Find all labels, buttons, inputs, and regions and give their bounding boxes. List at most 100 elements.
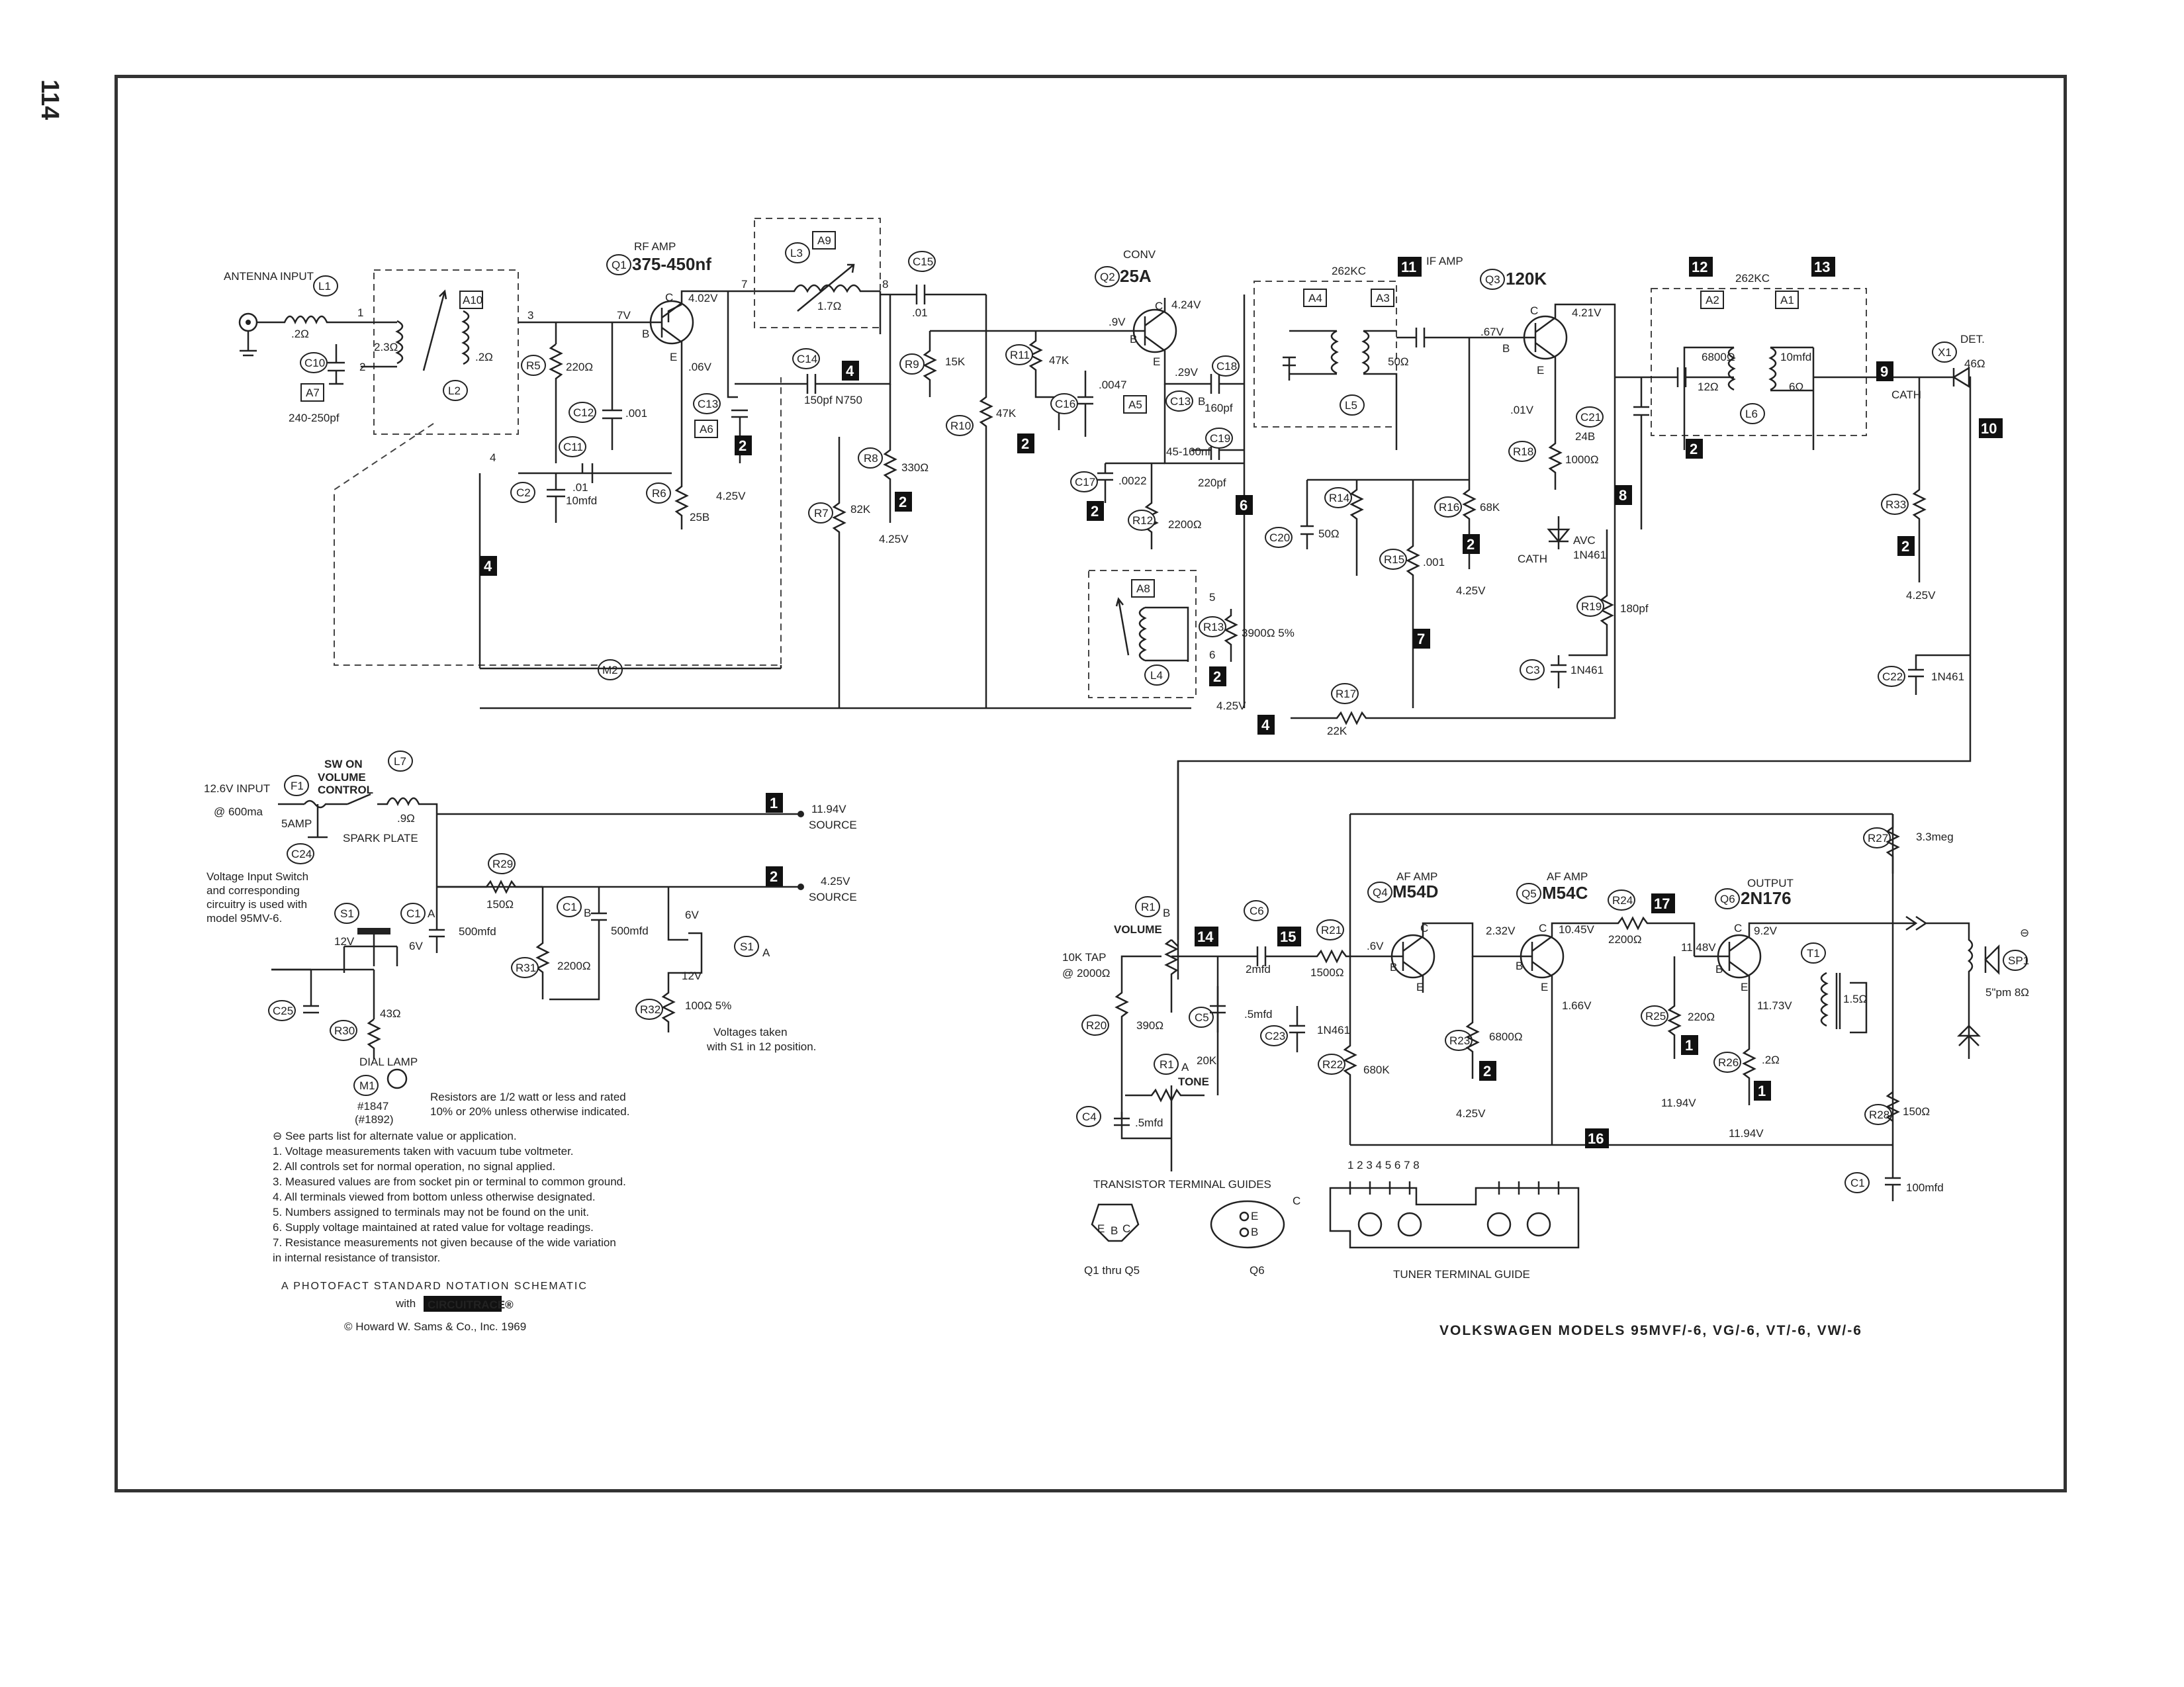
component-R13: R13 3900Ω 5% 4.25V [1199, 609, 1295, 712]
svg-text:100Ω 5%: 100Ω 5% [685, 999, 731, 1012]
component-C15: C15 .01 [880, 251, 986, 319]
component-C3: C3 1N461 [1520, 655, 1604, 688]
component-C1-output: C1 100mfd [1844, 1145, 1944, 1201]
svg-text:11.94V: 11.94V [1729, 1127, 1764, 1140]
svg-text:6Ω: 6Ω [1789, 381, 1803, 393]
svg-text:C1: C1 [406, 907, 421, 920]
osc-coil-box [1088, 570, 1197, 698]
component-C10: C10 A7 240-250pf [289, 344, 345, 424]
svg-text:1.7Ω: 1.7Ω [817, 300, 841, 312]
svg-text:SOURCE: SOURCE [809, 819, 857, 831]
svg-text:C2: C2 [516, 486, 531, 499]
voltages-taken-note: Voltages taken with S1 in 12 position. [706, 1026, 816, 1053]
svg-text:R11: R11 [1010, 349, 1030, 361]
svg-text:#1847: #1847 [357, 1100, 388, 1113]
if-transformer-2 [1651, 288, 1867, 436]
svg-text:C: C [1530, 304, 1538, 317]
svg-text:.2Ω: .2Ω [1762, 1054, 1780, 1066]
svg-text:4.25V: 4.25V [1906, 589, 1936, 602]
svg-text:2: 2 [770, 868, 778, 885]
svg-text:C12: C12 [573, 406, 594, 419]
svg-text:CONTROL: CONTROL [318, 784, 373, 796]
badge-13: 13 [1811, 257, 1835, 277]
svg-text:R22: R22 [1322, 1058, 1343, 1071]
svg-text:10.45V: 10.45V [1559, 923, 1595, 936]
component-C23: C23 1N461 [1260, 1006, 1350, 1052]
component-R17: R17 22K [1291, 377, 1616, 737]
badge-1a: 1 [766, 793, 783, 813]
component-L6: A2 A1 6800Ω 10mfd 12Ω 6Ω L6 [1641, 291, 1939, 450]
svg-text:7: 7 [1417, 631, 1425, 647]
svg-text:15: 15 [1280, 929, 1296, 945]
svg-text:R26: R26 [1718, 1056, 1739, 1069]
svg-text:500mfd: 500mfd [611, 925, 649, 937]
badge-14: 14 [1195, 927, 1218, 946]
svg-text:C17: C17 [1075, 476, 1095, 488]
svg-text:C6: C6 [1250, 905, 1264, 917]
svg-text:13: 13 [1814, 259, 1830, 275]
svg-text:2: 2 [1021, 435, 1029, 452]
svg-text:.6V: .6V [1367, 940, 1384, 952]
svg-text:2: 2 [739, 437, 747, 454]
svg-text:5. Numbers assigned to termin: 5. Numbers assigned to terminals may not… [273, 1206, 589, 1218]
svg-text:Q2: Q2 [1100, 271, 1115, 283]
svg-text:L5: L5 [1345, 399, 1357, 412]
svg-text:A: A [428, 907, 435, 920]
component-R28: R28 150Ω [1864, 1091, 1930, 1125]
svg-text:R6: R6 [652, 487, 666, 500]
svg-text:2.3Ω: 2.3Ω [374, 341, 398, 353]
svg-text:AVC: AVC [1573, 534, 1596, 547]
svg-text:45-160nf: 45-160nf [1166, 445, 1210, 458]
svg-text:OUTPUT: OUTPUT [1747, 877, 1794, 889]
tuner-terminal-guide: 1 2 3 4 5 6 7 8 TUNER TERMINAL GUIDE [1329, 1159, 1580, 1281]
svg-text:.9Ω: .9Ω [397, 812, 415, 825]
svg-text:A7: A7 [306, 387, 320, 399]
component-R31: R31 2200Ω [511, 887, 591, 999]
schematic-frame [114, 75, 2067, 1492]
component-C2: C2 10mfd [510, 473, 597, 523]
svg-text:330Ω: 330Ω [901, 461, 929, 474]
svg-text:2: 2 [1467, 536, 1475, 553]
svg-text:VOLUME: VOLUME [1114, 923, 1162, 936]
svg-text:A: A [1181, 1061, 1189, 1073]
volume-control-R1: R1 B VOLUME 10K TAP @ 2000Ω [1062, 896, 1191, 1125]
svg-text:.01: .01 [572, 481, 588, 494]
svg-text:1: 1 [357, 306, 363, 319]
svg-text:S1: S1 [340, 907, 354, 920]
svg-text:B: B [1251, 1226, 1258, 1238]
svg-text:R1: R1 [1141, 901, 1156, 913]
power-switch: SW ON VOLUME CONTROL 12.6V INPUT @ 600ma… [204, 751, 438, 864]
transistor-Q1: RF AMP Q1 375-450nf CBE 4.02V 7V .06V [606, 240, 728, 373]
svg-text:82K: 82K [850, 503, 871, 516]
svg-text:C14: C14 [797, 353, 817, 365]
svg-text:220pf: 220pf [1198, 477, 1226, 489]
svg-text:B: B [1111, 1224, 1118, 1237]
svg-text:1N461: 1N461 [1931, 670, 1964, 683]
component-C22: C22 1N461 [1878, 654, 1970, 695]
svg-text:7. Resistance measurements no: 7. Resistance measurements not given bec… [273, 1236, 616, 1249]
svg-text:TONE: TONE [1178, 1075, 1209, 1088]
svg-text:4.25V: 4.25V [1456, 584, 1486, 597]
svg-text:E: E [1537, 364, 1544, 377]
svg-text:C22: C22 [1882, 670, 1903, 683]
svg-text:220Ω: 220Ω [1688, 1011, 1715, 1023]
svg-text:E: E [1541, 981, 1548, 993]
badge-2b: 2 [895, 492, 912, 512]
svg-text:9: 9 [1880, 363, 1888, 380]
svg-text:2. All controls set for norma: 2. All controls set for normal operation… [273, 1160, 555, 1173]
svg-text:M54D: M54D [1392, 882, 1438, 901]
svg-text:C13: C13 [698, 398, 718, 410]
svg-text:6V: 6V [409, 940, 423, 952]
svg-text:M1: M1 [359, 1079, 375, 1092]
svg-text:1: 1 [770, 795, 778, 811]
svg-text:R27: R27 [1868, 832, 1888, 844]
svg-text:150Ω: 150Ω [486, 898, 514, 911]
badge-8: 8 [1615, 485, 1632, 505]
svg-text:25A: 25A [1120, 266, 1152, 286]
svg-text:R23: R23 [1449, 1034, 1470, 1047]
svg-text:8: 8 [1619, 487, 1627, 504]
svg-text:A PHOTOFACT STANDARD NOTATION: A PHOTOFACT STANDARD NOTATION SCHEMATIC [281, 1281, 588, 1292]
svg-text:R20: R20 [1086, 1019, 1107, 1032]
